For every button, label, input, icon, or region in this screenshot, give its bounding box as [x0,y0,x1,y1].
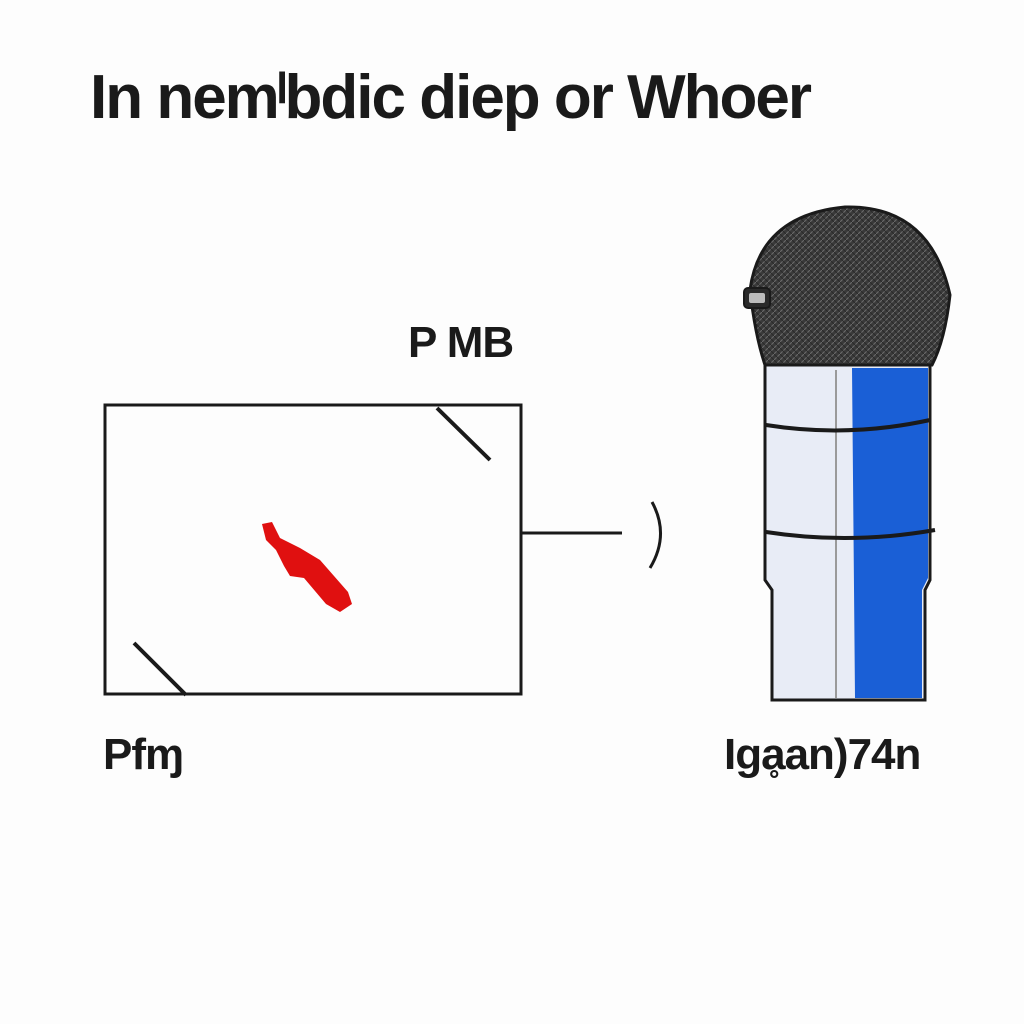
diagram-title: In nemˡbdic diep or Whoer [90,63,812,132]
corner-mark-bottom-left [132,641,188,697]
box-label-bottom-left: Pfɱ [103,730,184,779]
box-label-top: P MB [408,318,514,367]
microphone-label: Igḁan)74n [724,730,921,779]
microphone-icon [743,205,952,702]
screen-box [103,403,523,696]
connector-bracket [648,501,662,569]
corner-mark-top-right [435,406,492,462]
red-arrow-icon [262,522,352,612]
